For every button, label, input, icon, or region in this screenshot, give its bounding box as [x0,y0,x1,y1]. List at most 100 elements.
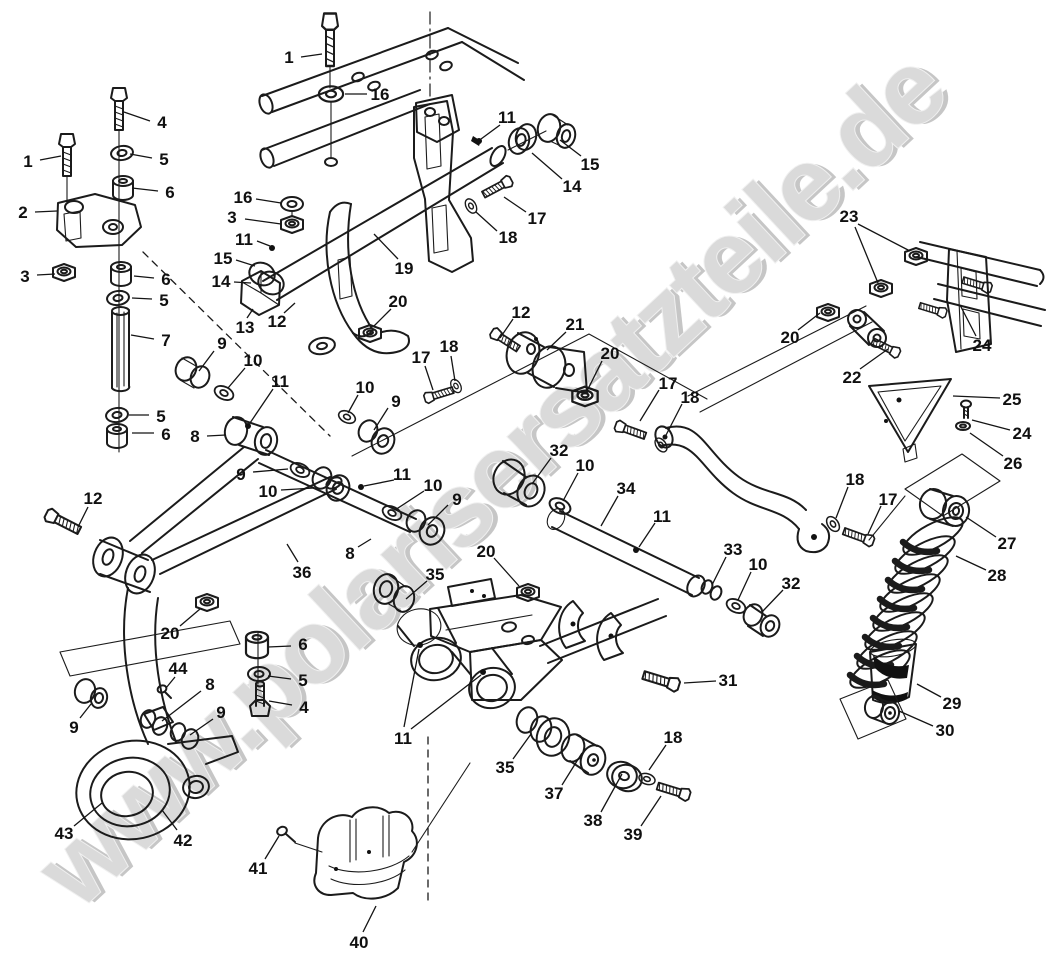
bolt-4b [249,680,271,717]
part-label-30: 30 [936,721,955,740]
part-label-5: 5 [298,671,307,690]
hub-carrier [73,678,239,841]
bracket-25 [868,378,952,453]
part-label-32: 32 [782,574,801,593]
part-label-12: 12 [268,312,287,331]
part-label-15: 15 [214,249,233,268]
guard-40 [276,806,418,900]
leader-line [503,196,527,213]
nut-20e [516,583,540,602]
part-label-5: 5 [159,150,168,169]
frame-mount-block [415,94,460,143]
shock-top-bushing-27 [918,488,971,527]
leader-line [36,273,56,276]
washer-10a [211,382,237,404]
bolt-1-left [58,133,76,177]
leader-line [499,318,514,339]
leader-line [898,710,934,727]
part-label-10: 10 [356,378,375,397]
part-label-3: 3 [227,208,236,227]
carrier-and-axle [240,100,577,356]
leader-line [405,580,428,600]
leader-dot [480,669,486,675]
pivot-block-21 [505,331,541,375]
part-label-41: 41 [249,859,268,878]
washer-18d [823,513,843,535]
part-label-12: 12 [512,303,531,322]
screw-44 [156,684,172,699]
leader-line [969,432,1004,457]
bolt-17 [479,173,515,201]
leader-line [362,905,377,933]
part-label-11: 11 [393,465,411,484]
leader-line [450,355,456,382]
bracket-2 [56,193,142,248]
swingarm-deck [429,594,562,653]
bushing-35a [372,573,416,613]
leader-line [427,504,449,526]
part-label-10: 10 [424,476,443,495]
leader-line [600,773,623,813]
part-label-14: 14 [563,177,582,196]
part-label-35: 35 [426,565,445,584]
washer-5 [109,143,135,163]
part-label-4: 4 [299,698,309,717]
leader-line [965,516,997,538]
leader-line [394,490,425,511]
stabilizer-tube-34 [551,510,700,596]
part-label-20: 20 [781,328,800,347]
leader-line [916,683,942,698]
part-label-15: 15 [581,155,600,174]
part-label-18: 18 [440,337,459,356]
leader-line [255,198,282,204]
leader-line [403,648,420,728]
part-label-38: 38 [584,811,603,830]
leader-line [198,350,215,372]
lower-clevis-bracket [92,536,156,595]
part-label-9: 9 [216,703,225,722]
clamp-claw-1 [558,600,586,649]
leader-line [79,703,92,719]
right-frame-and-bracket [687,241,1046,463]
leader-line [249,388,274,424]
bolt-39 [654,779,693,803]
leader-line [663,403,683,440]
bushing-9b [311,466,333,490]
washer-5c [104,405,130,425]
part-label-39: 39 [624,825,643,844]
part-label-10: 10 [244,351,263,370]
leader-line [206,434,227,437]
leader-line [161,809,178,831]
leader-line [283,302,296,314]
shock-bottom-plate [839,679,907,740]
part-label-9: 9 [69,718,78,737]
spacer-6 [112,175,134,201]
leader-line [252,468,289,473]
leader-line [123,111,151,122]
part-label-20: 20 [389,292,408,311]
bushing-9c [357,419,379,443]
leader-dot [245,423,251,429]
part-label-42: 42 [174,831,193,850]
a-arm-front-tube [129,446,259,554]
part-label-40: 40 [350,933,369,952]
part-label-34: 34 [617,479,636,498]
leader-line [233,281,252,284]
leader-line [373,308,392,327]
part-label-29: 29 [943,694,962,713]
part-label-17: 17 [528,209,547,228]
leader-line [357,538,372,548]
leader-dot [633,547,639,553]
nut-20d [195,593,219,612]
leader-line [859,348,889,370]
leader-line [268,700,293,706]
leader-line [73,802,103,827]
washer-38 [606,760,643,793]
part-label-8: 8 [190,427,199,446]
leader-line [857,223,911,252]
washer-16b [280,196,304,212]
frame-channel [946,248,992,353]
leader-line [267,645,292,648]
axle-tube [262,147,504,301]
